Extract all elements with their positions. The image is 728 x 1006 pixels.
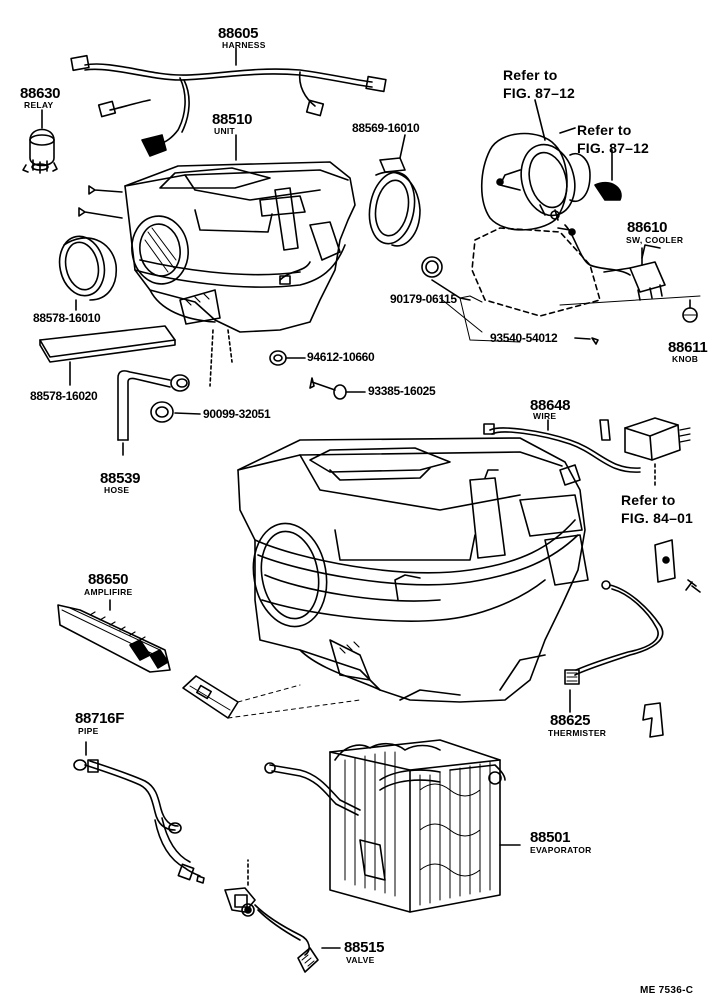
unit-number: 88510 — [212, 111, 253, 128]
evaporator-name: EVAPORATOR — [530, 845, 592, 855]
grommet-small-number: 90179-06115 — [390, 292, 457, 306]
switch-cooler-name: SW, COOLER — [626, 235, 684, 245]
hose-name: HOSE — [104, 485, 130, 495]
valve-drawing — [224, 859, 341, 973]
thermister-name: THERMISTER — [548, 728, 607, 738]
evaporator-drawing — [264, 739, 521, 913]
amplifier-name: AMPLIFIRE — [84, 587, 133, 597]
relay-drawing — [22, 109, 58, 174]
fasteners-drawing — [150, 256, 701, 593]
seal-left-number: 88578-16010 — [33, 311, 101, 325]
valve-name: VALVE — [346, 955, 375, 965]
thermister-drawing — [564, 539, 676, 738]
nut-number: 94612-10660 — [307, 350, 375, 364]
screw-number: 93540-54012 — [490, 331, 558, 345]
seal-upper-number: 88569-16010 — [352, 121, 420, 135]
unit-name: UNIT — [214, 126, 236, 136]
blower-assembly-drawing — [459, 99, 701, 343]
hose-drawing — [117, 370, 190, 456]
seal-rings-drawing — [39, 134, 421, 386]
knob-number: 88611 — [668, 339, 708, 356]
pipe-name: PIPE — [78, 726, 99, 736]
reference-fig-87-12-b: Refer to FIG. 87–12 — [577, 122, 650, 156]
pipe-number: 88716F — [75, 710, 125, 727]
hose-number: 88539 — [100, 470, 141, 487]
evaporator-number: 88501 — [530, 829, 571, 846]
wire-and-switch-drawing — [483, 417, 691, 486]
pipe-drawing — [73, 741, 205, 884]
amplifier-number: 88650 — [88, 571, 129, 588]
harness-name: HARNESS — [222, 40, 266, 50]
knob-name: KNOB — [672, 354, 699, 364]
thermister-number: 88625 — [550, 712, 591, 729]
switch-cooler-number: 88610 — [627, 219, 668, 236]
leader-lines — [439, 295, 483, 333]
relay-name: RELAY — [24, 100, 54, 110]
figure-code: ME 7536-C — [640, 985, 694, 996]
valve-number: 88515 — [344, 939, 385, 956]
grommet-large-number: 90099-32051 — [203, 407, 271, 421]
cooling-unit-large-drawing — [237, 437, 589, 703]
wire-number: 88648 — [530, 397, 571, 414]
amp-connector-drawing — [182, 675, 361, 719]
harness-number: 88605 — [218, 25, 259, 42]
cooling-unit-small-drawing — [78, 134, 356, 387]
harness-drawing — [70, 47, 387, 157]
reference-fig-87-12-a: Refer to FIG. 87–12 — [503, 67, 576, 101]
bolt-number: 93385-16025 — [368, 384, 436, 398]
relay-number: 88630 — [20, 85, 61, 102]
amplifier-drawing — [57, 599, 171, 673]
wire-name: WIRE — [533, 411, 557, 421]
reference-fig-84-01: Refer to FIG. 84–01 — [621, 492, 694, 526]
seal-plate-number: 88578-16020 — [30, 389, 98, 403]
